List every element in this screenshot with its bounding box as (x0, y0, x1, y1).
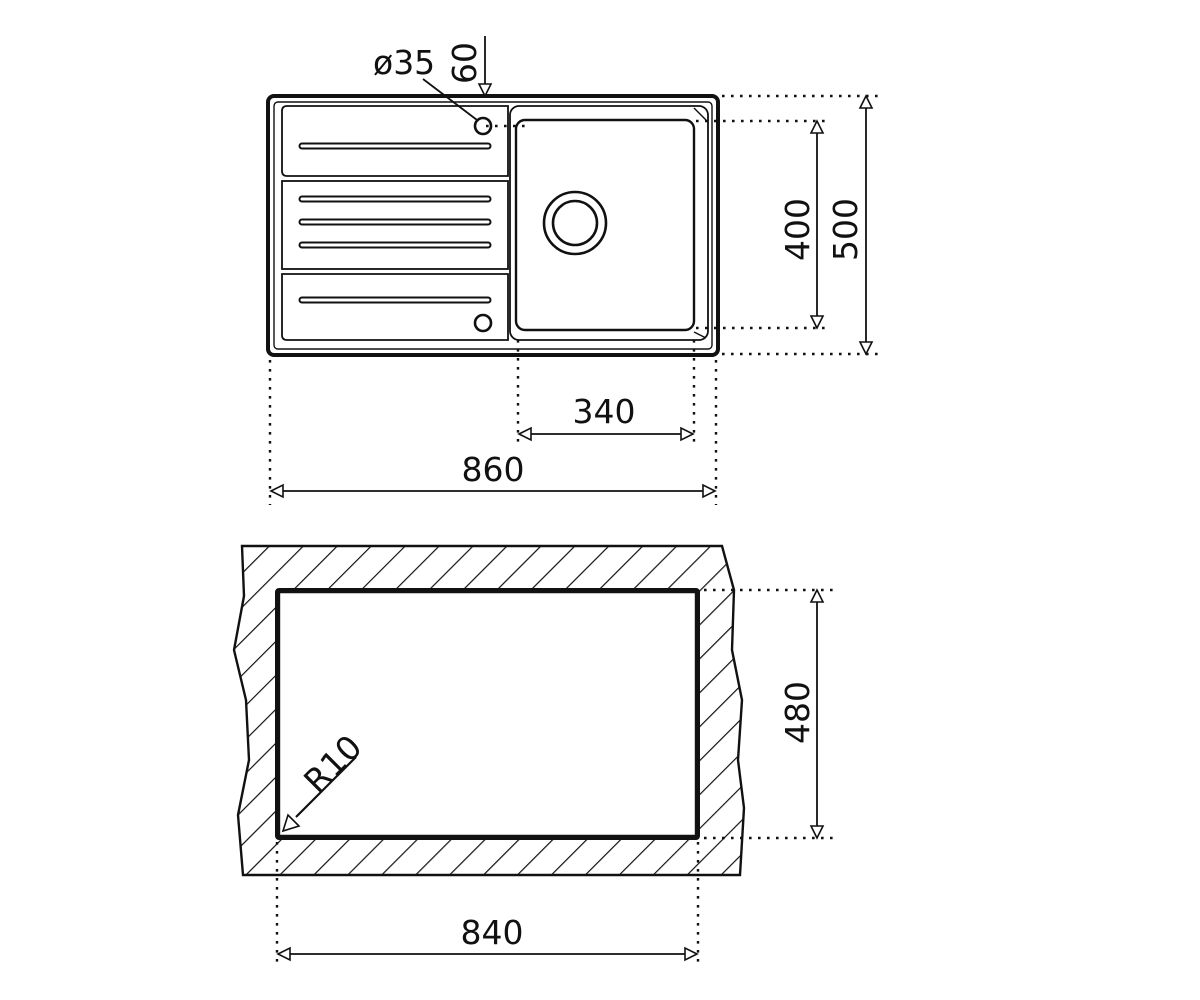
drain-inner (551, 199, 599, 247)
bowl-width-label: 340 (573, 392, 636, 431)
hole-diameter-label: ø35 (373, 43, 435, 82)
tap-hole (473, 116, 493, 136)
sink-outer-rim (266, 94, 720, 357)
drainer-panel-top (281, 105, 509, 177)
bowl-inner-edge (514, 118, 696, 332)
drainer-panel-bottom (281, 273, 509, 341)
sink-dimensions: ø35 60 400 500 340 860 (268, 36, 880, 505)
sink-top-view (266, 94, 720, 357)
cutout-view: R10 480 840 (232, 544, 834, 968)
overflow-hole (473, 313, 493, 333)
cutout-width-label: 840 (461, 913, 524, 952)
cutout-opening (275, 588, 700, 840)
overall-height-label: 500 (826, 198, 865, 261)
overall-width-label: 860 (462, 450, 525, 489)
drainer-grooves (298, 142, 492, 304)
countertop-section (232, 544, 746, 877)
bowl-outer-edge (509, 105, 709, 341)
cutout-height-label: 480 (778, 681, 817, 744)
hole-offset-label: 60 (445, 42, 484, 84)
drain-outer (542, 190, 608, 256)
sink-inner-rim (273, 101, 713, 350)
corner-radius-label: R10 (296, 727, 369, 800)
drainer-panel-middle (281, 180, 509, 270)
bowl-height-label: 400 (778, 198, 817, 261)
